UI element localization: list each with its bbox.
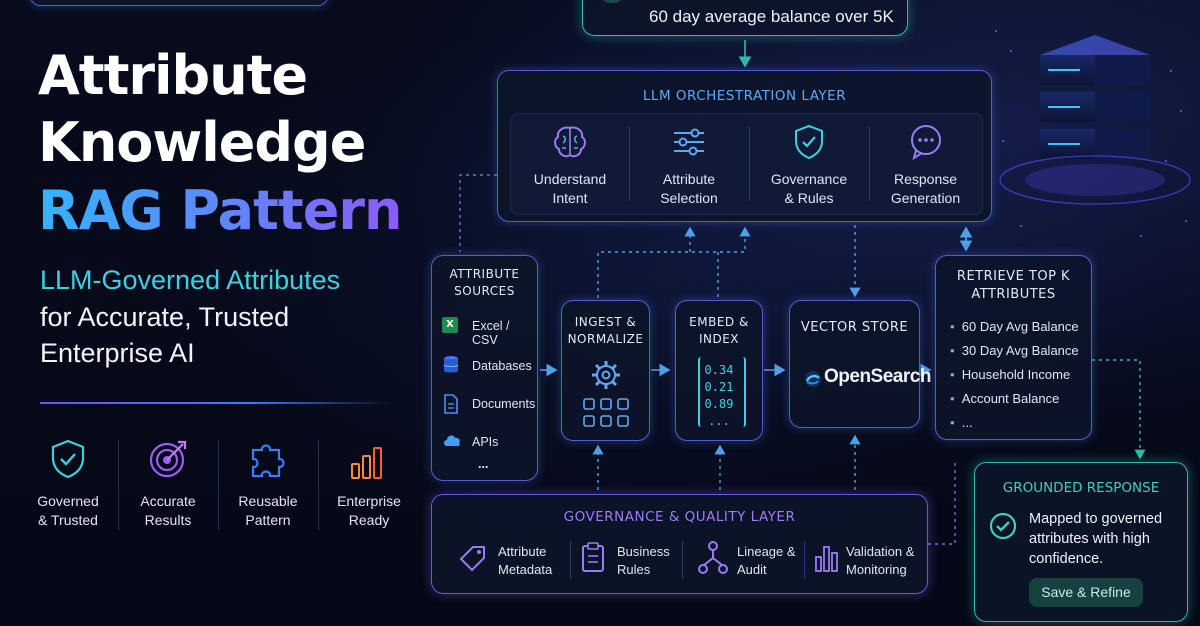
excel-icon: X <box>442 317 458 333</box>
llm-item-understand: Understand Intent <box>511 122 629 208</box>
tag-icon <box>459 546 485 572</box>
hero-divider <box>40 402 392 404</box>
vector-store-title: VECTOR STORE <box>800 320 909 335</box>
feature-divider <box>118 440 119 530</box>
grounded-title: GROUNDED RESPONSE <box>1002 480 1160 496</box>
server-stack-illustration <box>995 30 1191 237</box>
source-excel: Excel / CSV <box>472 319 510 347</box>
llm-item-governance: Governance & Rules <box>749 122 869 208</box>
feature-reusable: Reusable Pattern <box>218 438 318 530</box>
governance-layer-title: GOVERNANCE & QUALITY LAYER <box>563 509 796 525</box>
source-more: ... <box>478 457 489 471</box>
hero-subtitle-2: for Accurate, Trusted <box>40 302 290 332</box>
source-apis: APIs <box>472 435 499 449</box>
bar-chart-icon <box>351 447 382 479</box>
gov-item-validation: Validation &Monitoring <box>846 544 915 577</box>
feature-divider <box>318 440 319 530</box>
source-databases: Databases <box>472 359 532 373</box>
vector-bracket <box>698 357 746 427</box>
hero-subtitle-1: LLM-Governed Attributes <box>40 265 341 295</box>
vector-store-brand: OpenSearch <box>824 366 931 387</box>
check-circle-icon <box>989 512 1017 540</box>
clipboard-icon <box>582 542 604 572</box>
query-box: 60 day average balance over 5K <box>582 0 908 36</box>
list-item: • Household Income <box>950 367 1071 382</box>
vector-store-box: VECTOR STORE OpenSearch <box>789 300 931 428</box>
llm-layer-title: LLM ORCHESTRATION LAYER <box>642 88 847 104</box>
llm-item-response: Response Generation <box>869 122 982 208</box>
opensearch-logo-icon <box>805 371 821 387</box>
hero-title-line-3: RAG Pattern <box>38 179 402 242</box>
llm-items-panel: Understand Intent Attribute Selection Go… <box>510 113 983 215</box>
chat-icon <box>910 125 941 161</box>
bars-icon <box>815 546 838 572</box>
shield-check-icon <box>795 124 823 160</box>
brain-icon <box>554 126 586 158</box>
source-documents: Documents <box>472 397 536 411</box>
feature-enterprise: Enterprise Ready <box>318 438 420 530</box>
grid-blocks-icon <box>583 398 629 427</box>
save-refine-button[interactable]: Save & Refine <box>1029 578 1143 607</box>
gov-item-lineage: Lineage &Audit <box>737 544 796 577</box>
attribute-sources-box: ATTRIBUTE SOURCES X Excel / CSV Database… <box>431 255 538 481</box>
list-item: • 30 Day Avg Balance <box>950 343 1079 358</box>
cloud-icon <box>444 435 460 446</box>
gear-icon <box>592 361 620 389</box>
user-icon <box>599 0 625 3</box>
list-item: • Account Balance <box>950 391 1060 406</box>
llm-orchestration-layer: LLM ORCHESTRATION LAYER Understand Inten… <box>497 70 992 222</box>
llm-item-attribute-selection: Attribute Selection <box>629 122 749 208</box>
document-icon <box>444 394 458 414</box>
target-icon <box>149 440 187 478</box>
embedding-values: 0.34 0.21 0.89 ... <box>704 363 734 428</box>
hero-subtitle-3: Enterprise AI <box>40 338 195 368</box>
lineage-icon <box>698 541 728 574</box>
puzzle-icon <box>251 444 285 478</box>
shield-check-icon <box>51 439 85 479</box>
query-text: 60 day average balance over 5K <box>649 7 894 26</box>
embed-index-box: EMBED & INDEX 0.34 0.21 0.89 ... <box>675 300 763 441</box>
feature-accurate: Accurate Results <box>118 438 218 530</box>
top-partial-frame <box>30 0 328 6</box>
sliders-icon <box>674 128 704 156</box>
hero-title-line-1: Attribute <box>38 44 308 107</box>
hero-title-line-2: Knowledge <box>38 111 366 174</box>
list-item: • ... <box>950 415 973 430</box>
ingest-normalize-box: INGEST & NORMALIZE <box>561 300 650 441</box>
retrieved-attributes-list: • 60 Day Avg Balance • 30 Day Avg Balanc… <box>950 315 1079 435</box>
feature-governed: Governed & Trusted <box>18 438 118 530</box>
feature-divider <box>218 440 219 530</box>
list-item: • 60 Day Avg Balance <box>950 319 1079 334</box>
retrieve-topk-box: RETRIEVE TOP K ATTRIBUTES • 60 Day Avg B… <box>935 255 1092 440</box>
database-icon <box>443 356 459 373</box>
